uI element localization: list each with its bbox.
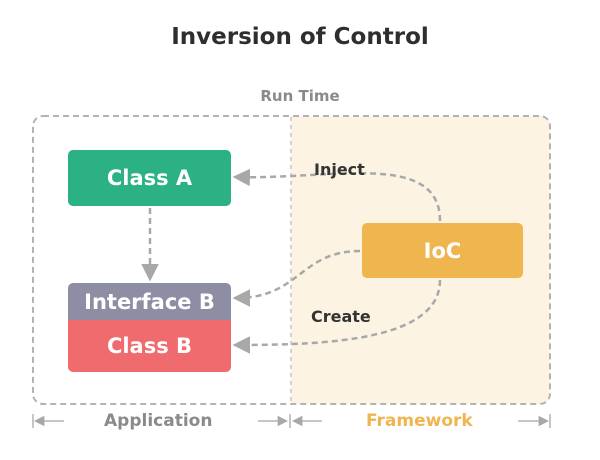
inject-label: Inject [314, 160, 365, 179]
framework-label: Framework [366, 411, 473, 431]
page-title: Inversion of Control [171, 24, 429, 50]
application-label: Application [104, 411, 213, 431]
runtime-boundary [32, 115, 551, 405]
create-label: Create [311, 307, 371, 326]
class-a-node: Class A [68, 150, 231, 206]
create-arrow [232, 279, 442, 354]
application-bracket [32, 414, 291, 428]
framework-bracket [291, 414, 551, 428]
provide-arrow [232, 249, 361, 307]
class-b-node: Class B [68, 320, 231, 372]
inject-arrow [232, 168, 442, 222]
interface-b-node: Interface B [68, 283, 231, 320]
runtime-label: Run Time [260, 87, 340, 105]
ioc-node: IoC [362, 223, 523, 278]
